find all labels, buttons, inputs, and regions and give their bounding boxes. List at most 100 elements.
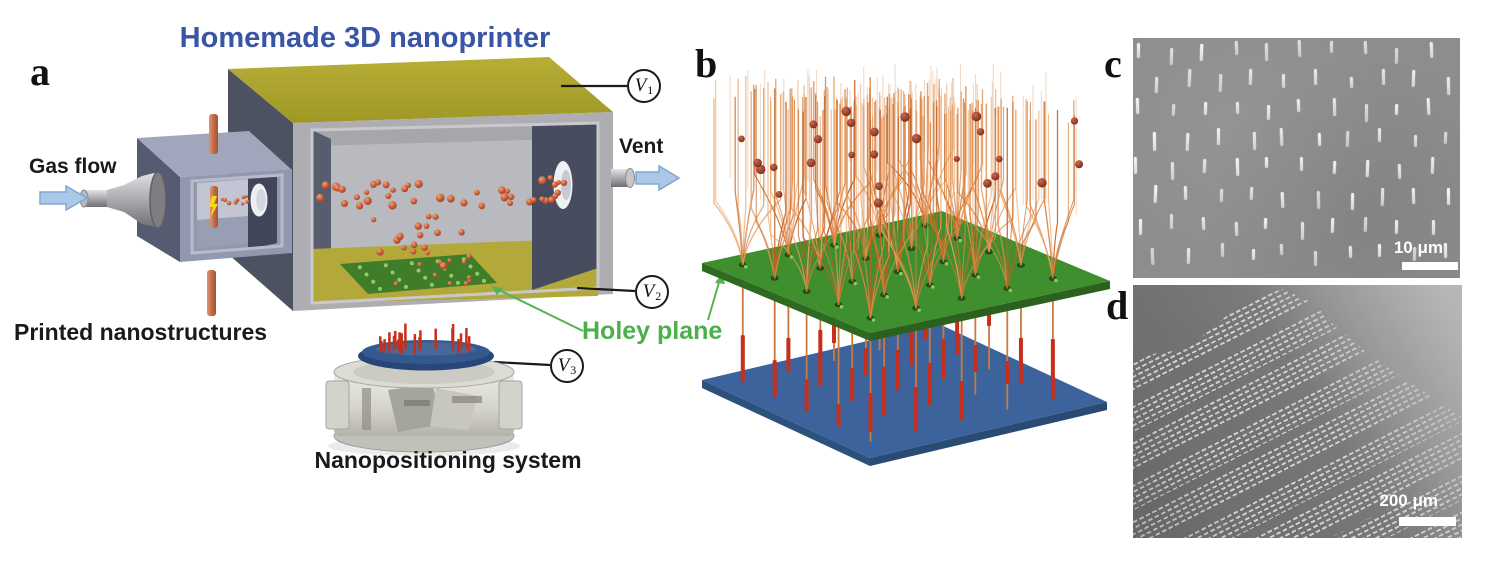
sem-nanorod	[1219, 188, 1224, 203]
stage-slot-2	[452, 396, 482, 403]
electrode-rod-top	[209, 114, 218, 154]
v2-pointer-line	[576, 286, 636, 293]
sem-nanorod	[1234, 40, 1239, 55]
sem-nanorod	[1365, 160, 1370, 178]
sem-nanorod	[1318, 132, 1322, 146]
sem-nanorod	[1153, 185, 1158, 203]
sem-nanorod	[1183, 186, 1187, 201]
stage-slot-3	[404, 400, 430, 406]
sem-nanorod	[1264, 157, 1268, 169]
sem-nanorod	[1332, 161, 1337, 174]
sem-nanorod	[1169, 214, 1173, 230]
electrode-rod-bottom	[207, 270, 216, 316]
v3-pointer-line	[493, 360, 551, 367]
sem-nanorod	[1204, 102, 1208, 117]
sem-nanorod	[1279, 127, 1284, 147]
scale-text-d: 200 μm	[1379, 491, 1438, 510]
sem-nanorod	[1234, 222, 1239, 237]
sem-nanorod	[1444, 242, 1448, 258]
v1-subscript: 1	[647, 82, 654, 97]
substrate-edge-right	[870, 402, 1107, 466]
sem-nanorod	[1296, 98, 1301, 113]
sem-nanorod	[1331, 217, 1335, 234]
sem-nanorod	[1377, 128, 1381, 143]
sem-nanorod	[1154, 76, 1159, 93]
sem-nanorod	[1429, 41, 1434, 59]
panel-label-c: c	[1104, 41, 1122, 86]
sem-nanorod	[1187, 68, 1192, 87]
inlet-funnel-mouth	[149, 171, 167, 229]
spark-icon	[209, 196, 218, 218]
trajectory-illustration	[702, 63, 1110, 466]
sem-nanorod	[1185, 132, 1190, 152]
inlet-funnel	[107, 172, 158, 228]
sem-nanorod	[1329, 40, 1333, 54]
figure-title: Homemade 3D nanoprinter	[179, 22, 551, 54]
v2-symbol: V	[642, 281, 655, 302]
holey-plane-edge-right	[870, 281, 1110, 341]
sem-nanorod	[1280, 243, 1284, 255]
sem-nanorod	[1397, 163, 1401, 179]
main-chamber-top-electrode-plate	[228, 57, 613, 123]
sem-nanorod	[1187, 247, 1191, 264]
nanopositioning-system-label: Nanopositioning system	[314, 447, 582, 473]
sem-nanorod	[1333, 97, 1337, 116]
substrate-edge-left	[702, 380, 870, 466]
sem-nanorod	[1411, 69, 1416, 87]
sem-nanorod	[1199, 43, 1203, 61]
sem-nanorod	[1394, 103, 1398, 115]
nanoprinter-schematic	[39, 57, 725, 456]
v1-symbol: V	[634, 75, 647, 96]
sem-nanorod	[1136, 42, 1140, 58]
inlet-tube	[83, 190, 108, 207]
sem-nanorod	[1413, 135, 1417, 148]
sem-nanorod	[1251, 248, 1255, 260]
sem-nanorod	[1394, 219, 1398, 234]
sem-nanorod	[1267, 105, 1271, 120]
sem-nanorod	[1201, 217, 1205, 231]
printed-nanorods-on-disk	[379, 323, 471, 356]
sem-nanorod	[1430, 157, 1435, 175]
sem-nanorod	[1171, 103, 1176, 116]
panel-label-b: b	[695, 41, 718, 86]
sem-nanorod	[1349, 77, 1354, 89]
sem-nanorod	[1345, 130, 1350, 147]
vent-tube	[611, 169, 630, 187]
vent-arrow-icon	[635, 164, 681, 192]
sem-nanorod	[1314, 251, 1318, 267]
sem-nanorod	[1281, 191, 1285, 208]
vent-tube-cap	[625, 168, 635, 188]
sem-nanorod	[1265, 43, 1269, 62]
sem-image-nanorod-array: 10 μm	[1133, 38, 1460, 278]
scale-bar-d	[1399, 517, 1456, 526]
sem-nanorod	[1382, 68, 1386, 86]
sem-nanorod	[1446, 77, 1450, 96]
stage-slot-1	[362, 388, 371, 430]
sem-nanorod	[1432, 219, 1436, 235]
sem-nanorod	[1381, 188, 1385, 207]
sem-nanorod	[1170, 48, 1174, 66]
holey-plane-edge-left	[702, 263, 870, 341]
sem-nanorod	[1313, 68, 1317, 86]
sem-image-line-pattern: 200 μm	[1133, 285, 1462, 538]
prechamber-aperture-inner	[256, 189, 266, 211]
stage-flange-right	[498, 380, 523, 430]
stage-flange-left	[325, 380, 350, 430]
sem-nanorod	[1252, 131, 1257, 151]
sem-nanorod	[1300, 157, 1304, 172]
scale-text-c: 10 μm	[1393, 238, 1443, 257]
sem-nanorod	[1249, 186, 1254, 200]
sem-nanorod	[1220, 242, 1225, 257]
holey-plane-pointer-right	[707, 278, 721, 321]
field-line-fountains	[713, 63, 1077, 319]
sem-nanorod	[1216, 127, 1220, 145]
gas-flow-arrow-icon	[39, 184, 89, 212]
sem-nanorod	[1282, 73, 1286, 88]
holey-plane-label: Holey plane	[582, 317, 723, 345]
nanoparticle-beam	[220, 175, 568, 270]
sem-nanorod	[1363, 216, 1368, 232]
